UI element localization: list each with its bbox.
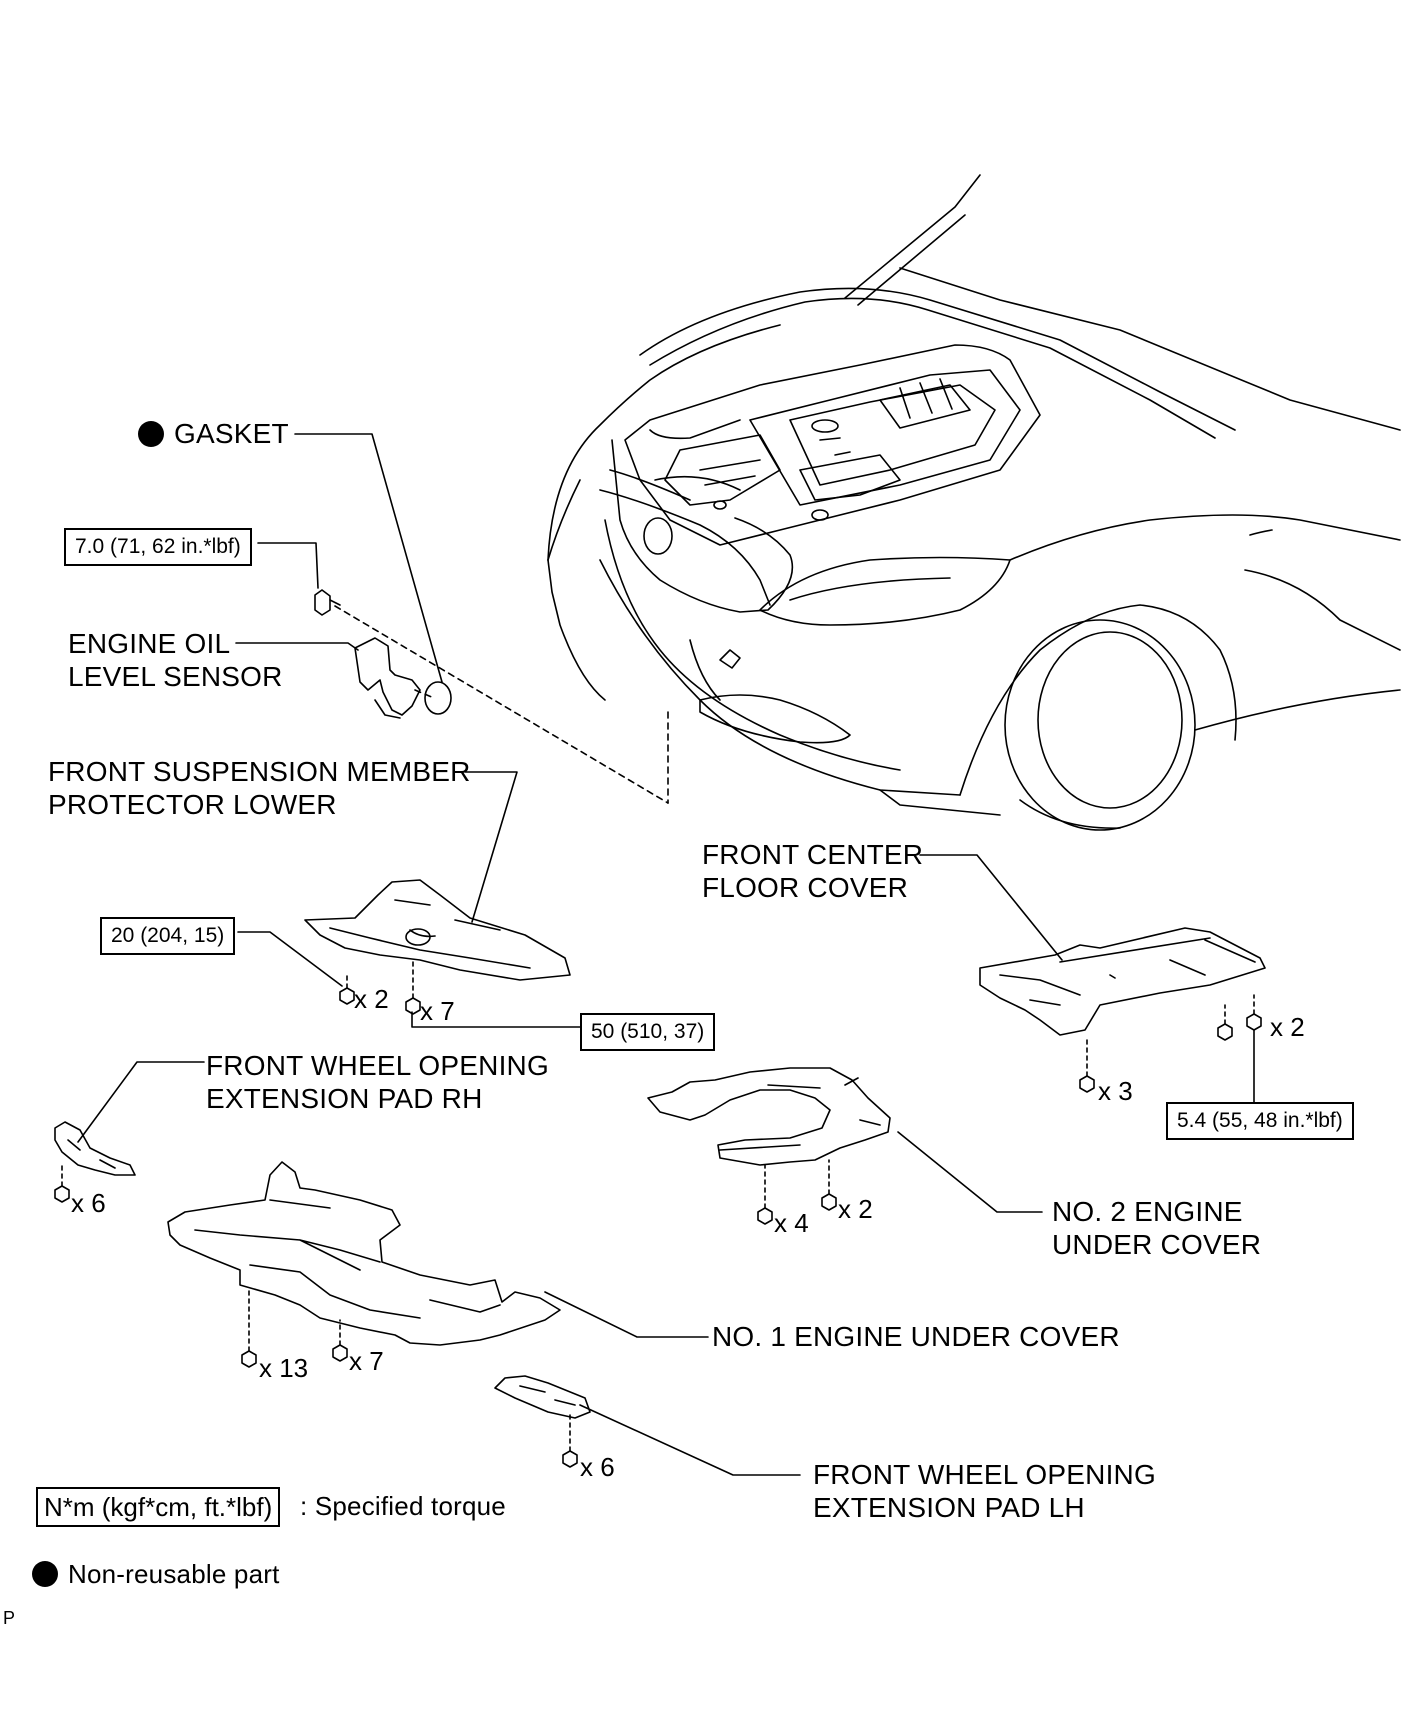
qty-floor-x2: x 2: [1270, 1012, 1305, 1042]
bolt-icon: [1217, 1004, 1233, 1041]
no1-engine-under-cover-label: NO. 1 ENGINE UNDER COVER: [712, 1321, 1120, 1352]
qty-wheel-lh-x6: x 6: [580, 1452, 615, 1482]
engine-oil-level-sensor-part: [354, 637, 421, 719]
engine-oil-level-sensor-label-line2: LEVEL SENSOR: [68, 661, 283, 692]
gasket-label: GASKET: [138, 417, 289, 451]
alignment-dashed-lines: [334, 605, 669, 804]
front-center-floor-cover-part: [979, 927, 1266, 1036]
no2-engine-under-cover-label-line1: NO. 2 ENGINE: [1052, 1196, 1243, 1227]
corner-mark: P: [3, 1608, 16, 1628]
torque-sensor-bolt: 7.0 (71, 62 in.*lbf): [64, 528, 252, 566]
front-suspension-label-line1: FRONT SUSPENSION MEMBER: [48, 756, 471, 787]
gasket-part: [424, 681, 452, 715]
front-center-floor-cover-label-line2: FLOOR COVER: [702, 872, 909, 903]
bolt-icon: [332, 1319, 348, 1362]
vehicle-front-illustration: [547, 174, 1401, 831]
qty-no2-x2: x 2: [838, 1194, 873, 1224]
front-wheel-opening-pad-lh-part: [494, 1375, 591, 1419]
bolt-icon: [405, 961, 421, 1015]
engine-oil-level-sensor-label-line1: ENGINE OIL: [68, 628, 231, 659]
no2-engine-under-cover-part: [647, 1067, 891, 1166]
leader-lines: [77, 433, 1255, 1476]
legend-non-reusable: Non-reusable part: [32, 1557, 280, 1591]
bolt-icon: [757, 1164, 773, 1225]
front-center-floor-cover-label-line1: FRONT CENTER: [702, 839, 924, 870]
bolt-icon: [562, 1414, 578, 1468]
front-suspension-label-line2: PROTECTOR LOWER: [48, 789, 337, 820]
torque-floor-cover: 5.4 (55, 48 in.*lbf): [1166, 1102, 1354, 1140]
torque-protector-small: 20 (204, 15): [100, 917, 236, 955]
bolt-icons: [54, 961, 1262, 1468]
bolt-icon: [339, 971, 355, 1005]
front-wheel-opening-pad-rh-part: [54, 1121, 136, 1176]
wheel-pad-lh-label-line1: FRONT WHEEL OPENING: [813, 1459, 1156, 1490]
qty-protector-x7: x 7: [420, 996, 455, 1026]
legend-torque-unit-box: N*m (kgf*cm, ft.*lbf): [36, 1487, 281, 1527]
legend-torque-desc: : Specified torque: [300, 1491, 506, 1521]
torque-protector-large: 50 (510, 37): [580, 1013, 716, 1051]
front-suspension-member-protector-part: [304, 879, 571, 981]
bolt-icon: [1246, 994, 1262, 1031]
qty-wheel-rh-x6: x 6: [71, 1188, 106, 1218]
non-reusable-dot-icon: [32, 1561, 58, 1587]
no2-engine-under-cover-label-line2: UNDER COVER: [1052, 1229, 1262, 1260]
qty-no1-x13: x 13: [259, 1353, 309, 1383]
wheel-pad-rh-label-line2: EXTENSION PAD RH: [206, 1083, 483, 1114]
wheel-pad-rh-label-line1: FRONT WHEEL OPENING: [206, 1050, 549, 1081]
bolt-icon: [54, 1164, 70, 1203]
sensor-bolt-part: [314, 589, 341, 616]
protector-hole: [405, 928, 431, 946]
bolt-icon: [1079, 1039, 1095, 1093]
bolt-icon: [241, 1287, 257, 1368]
bolt-icon: [821, 1159, 837, 1211]
qty-protector-x2: x 2: [354, 984, 389, 1014]
qty-floor-x3: x 3: [1098, 1076, 1133, 1106]
wheel-pad-lh-label-line2: EXTENSION PAD LH: [813, 1492, 1085, 1523]
qty-no2-x4: x 4: [774, 1208, 809, 1238]
non-reusable-dot-icon: [138, 421, 164, 447]
qty-no1-x7: x 7: [349, 1346, 384, 1376]
no1-engine-under-cover-part: [167, 1161, 561, 1346]
